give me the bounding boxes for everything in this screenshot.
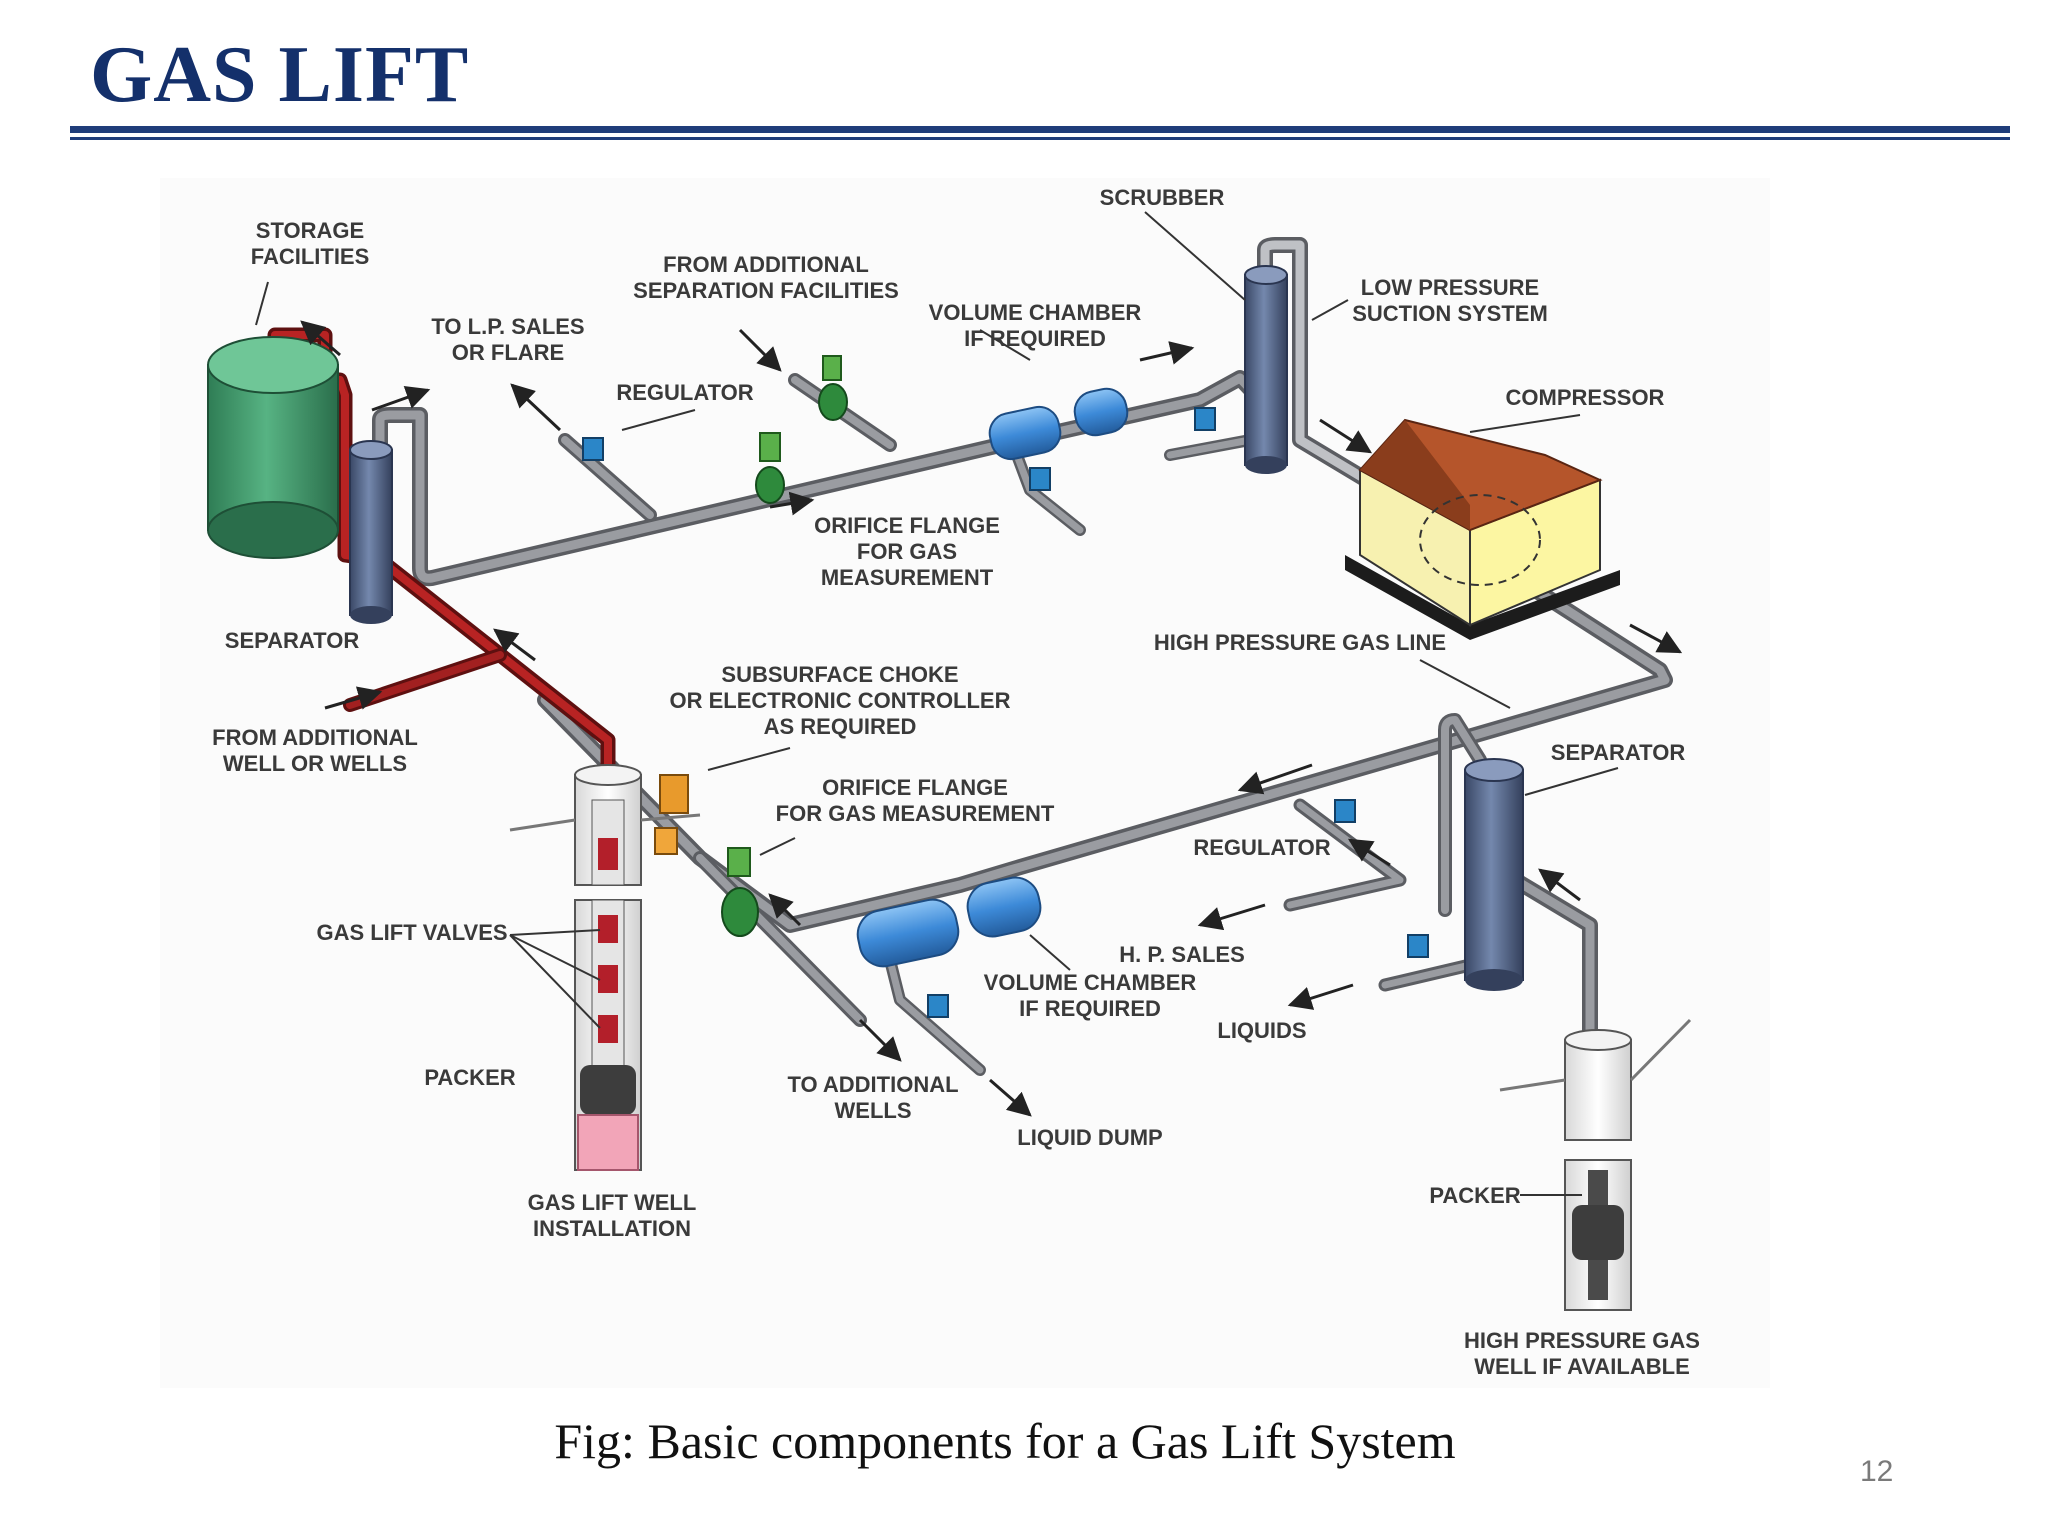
label-liquid-dump: LIQUID DUMP: [1017, 1125, 1162, 1150]
gas-lift-valve-1-icon: [598, 838, 618, 870]
scrubber-vessel: [1244, 265, 1288, 474]
control-valves: [582, 407, 1429, 1018]
slide-title: GAS LIFT: [90, 31, 470, 119]
label-hp-gas-well-line2: WELL IF AVAILABLE: [1474, 1354, 1690, 1379]
label-gas-lift-well-line2: INSTALLATION: [533, 1216, 691, 1241]
label-orifice-bottom-line1: ORIFICE FLANGE: [822, 775, 1008, 800]
label-hp-gas-line: HIGH PRESSURE GAS LINE: [1154, 630, 1446, 655]
scrubber-valve-icon: [1194, 407, 1216, 431]
label-from-separation-line2: SEPARATION FACILITIES: [633, 278, 899, 303]
label-orifice-top-line1: ORIFICE FLANGE: [814, 513, 1000, 538]
label-orifice-bottom-line2: FOR GAS MEASUREMENT: [776, 801, 1055, 826]
label-regulator-bottom: REGULATOR: [1193, 835, 1330, 860]
orifice-flange-additional-icon: [818, 383, 848, 421]
orifice-flanges: [721, 355, 848, 937]
title-rule-thick: [70, 126, 2010, 133]
volume-chamber-bottom: [856, 876, 1042, 968]
liquid-dump-valve-icon: [927, 994, 949, 1018]
orifice-meter-top-icon: [759, 432, 781, 462]
label-packer-right: PACKER: [1429, 1183, 1520, 1208]
label-volume-chamber-top-line2: IF REQUIRED: [964, 326, 1106, 351]
flow-arrows: [300, 320, 1683, 1117]
page-number: 12: [1860, 1455, 1894, 1488]
volume-chamber-top: [988, 387, 1129, 461]
label-volume-chamber-bottom-line1: VOLUME CHAMBER: [984, 970, 1197, 995]
label-scrubber: SCRUBBER: [1100, 185, 1225, 210]
label-choke-line3: AS REQUIRED: [764, 714, 917, 739]
label-orifice-top-line2: FOR GAS: [857, 539, 957, 564]
gas-lift-valve-4-icon: [598, 1015, 618, 1043]
label-storage-line2: FACILITIES: [251, 244, 370, 269]
label-regulator-top: REGULATOR: [616, 380, 753, 405]
label-to-lp-sales-line1: TO L.P. SALES: [431, 314, 584, 339]
label-to-additional-wells-line2: WELLS: [835, 1098, 912, 1123]
high-pressure-gas-pipeline: [537, 572, 1673, 1076]
label-from-well-line2: WELL OR WELLS: [223, 751, 407, 776]
label-low-pressure-line1: LOW PRESSURE: [1361, 275, 1539, 300]
label-low-pressure-line2: SUCTION SYSTEM: [1352, 301, 1548, 326]
orifice-flange-top-icon: [755, 466, 785, 504]
gas-lift-valve-2-icon: [598, 915, 618, 943]
leader-lines: [255, 211, 1619, 1196]
dump-valve-top-icon: [1029, 467, 1051, 491]
label-separator-right: SEPARATOR: [1551, 740, 1686, 765]
label-hp-sales: H. P. SALES: [1119, 942, 1245, 967]
orifice-flange-bottom-icon: [721, 887, 759, 937]
figure-caption: Fig: Basic components for a Gas Lift Sys…: [554, 1413, 1456, 1469]
hp-gas-well: [1499, 1018, 1692, 1311]
label-to-lp-sales-line2: OR FLARE: [452, 340, 564, 365]
liquids-valve-icon: [1407, 934, 1429, 958]
label-separator-left: SEPARATOR: [225, 628, 360, 653]
label-storage-line1: STORAGE: [256, 218, 364, 243]
regulator-valve-bottom-icon: [1334, 799, 1356, 823]
label-compressor: COMPRESSOR: [1506, 385, 1665, 410]
compressor-house: [1345, 418, 1620, 640]
electronic-controller-icon: [659, 774, 689, 814]
subsurface-choke: [654, 774, 689, 855]
label-from-separation-line1: FROM ADDITIONAL: [663, 252, 869, 277]
label-gas-lift-valves: GAS LIFT VALVES: [316, 920, 507, 945]
packer-left-icon: [580, 1065, 636, 1115]
label-from-well-line1: FROM ADDITIONAL: [212, 725, 418, 750]
orifice-meter-additional-icon: [822, 355, 842, 381]
label-orifice-top-line3: MEASUREMENT: [821, 565, 994, 590]
gas-lift-valve-3-icon: [598, 965, 618, 993]
packer-right-icon: [1572, 1205, 1624, 1260]
diagram-labels: STORAGE FACILITIES TO L.P. SALES OR FLAR…: [212, 185, 1700, 1379]
label-gas-lift-well-line1: GAS LIFT WELL: [528, 1190, 697, 1215]
storage-tank: [207, 336, 339, 559]
regulator-valve-top-icon: [582, 437, 604, 461]
label-hp-gas-well-line1: HIGH PRESSURE GAS: [1464, 1328, 1700, 1353]
orifice-meter-bottom-icon: [727, 847, 751, 877]
label-volume-chamber-bottom-line2: IF REQUIRED: [1019, 996, 1161, 1021]
label-volume-chamber-top-line1: VOLUME CHAMBER: [929, 300, 1142, 325]
label-choke-line1: SUBSURFACE CHOKE: [721, 662, 958, 687]
separator-right-vessel: [1464, 758, 1524, 991]
label-packer-left: PACKER: [424, 1065, 515, 1090]
title-rule-thin: [70, 137, 2010, 140]
choke-valve-icon: [654, 827, 678, 855]
label-to-additional-wells-line1: TO ADDITIONAL: [787, 1072, 958, 1097]
label-choke-line2: OR ELECTRONIC CONTROLLER: [670, 688, 1011, 713]
separator-left-vessel: [349, 440, 393, 624]
label-liquids: LIQUIDS: [1217, 1018, 1306, 1043]
gas-lift-well: [509, 764, 701, 1171]
